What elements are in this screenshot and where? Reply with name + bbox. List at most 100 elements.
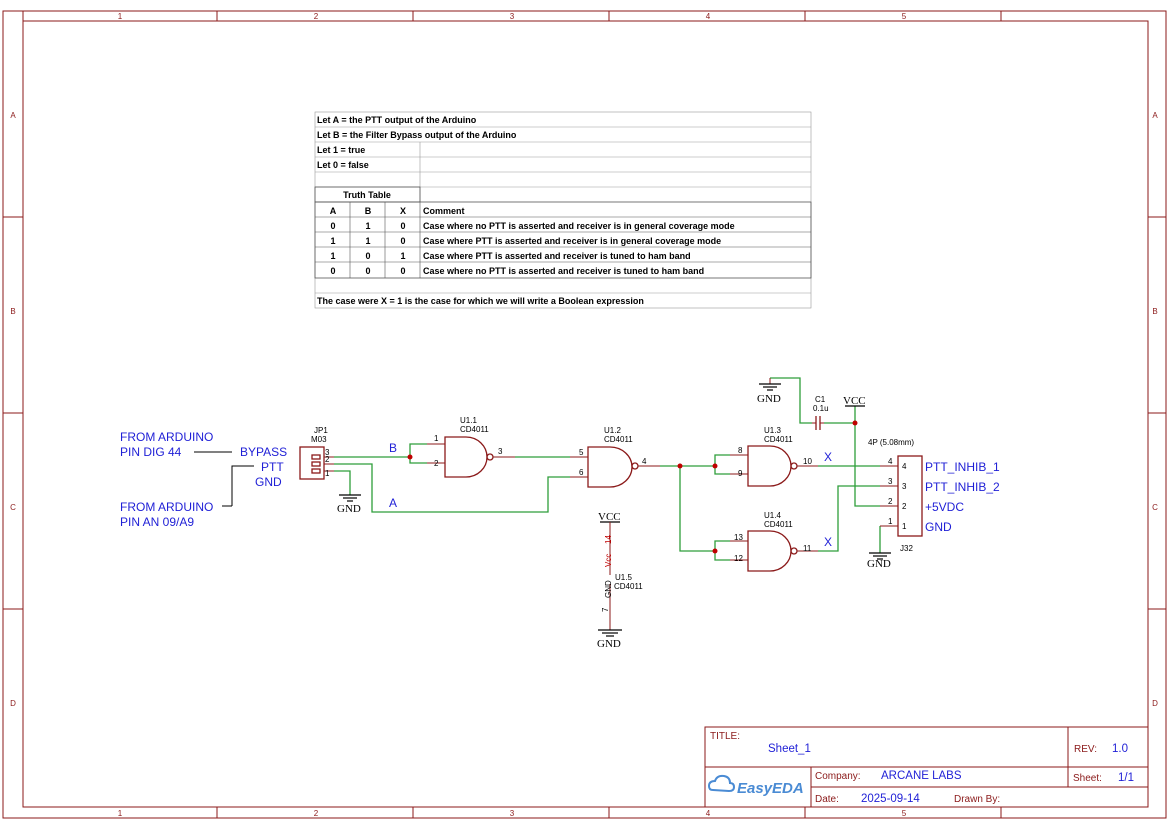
row1-x: 0 [400, 221, 405, 231]
row3-comment: Case where PTT is asserted and receiver … [423, 251, 691, 261]
u15-gnd-pin-label: GND [604, 580, 613, 598]
row4-x: 0 [400, 266, 405, 276]
plus5vdc-label: +5VDC [925, 500, 964, 514]
u15-pin7: 7 [601, 607, 610, 612]
row4-comment: Case where no PTT is asserted and receiv… [423, 266, 704, 276]
j32-pin1-outer: 1 [888, 517, 893, 526]
u13-value: CD4011 [764, 435, 793, 444]
j32-value: 4P (5.08mm) [868, 438, 914, 447]
gate-u1-4: U1.4 CD4011 13 12 11 [730, 511, 818, 572]
u11-pin1: 1 [434, 434, 439, 443]
header-x: X [400, 206, 406, 216]
gate-u1-3: U1.3 CD4011 8 9 10 [730, 426, 818, 487]
note-line-2: Let B = the Filter Bypass output of the … [317, 130, 517, 140]
col-label-3-bottom: 3 [510, 809, 515, 818]
u14-pin11: 11 [803, 544, 812, 553]
u12-pin5: 5 [579, 448, 584, 457]
gate-u1-1: U1.1 CD4011 1 2 3 [427, 416, 515, 478]
gate-u1-2: U1.2 CD4011 5 6 4 [570, 426, 660, 488]
row4-a: 0 [330, 266, 335, 276]
sheet-value: 1/1 [1118, 772, 1134, 784]
jp1-pin3: 3 [325, 448, 330, 457]
col-label-5-bottom: 5 [902, 809, 907, 818]
row2-b: 1 [365, 236, 370, 246]
ptt-inhib-2-label: PTT_INHIB_2 [925, 480, 1000, 494]
row3-b: 0 [365, 251, 370, 261]
j32-pin2-inner: 2 [902, 502, 907, 511]
pin-dig44-label: PIN DIG 44 [120, 445, 182, 459]
date-value: 2025-09-14 [861, 793, 920, 805]
row2-comment: Case where PTT is asserted and receiver … [423, 236, 721, 246]
row4-b: 0 [365, 266, 370, 276]
grid-labels: 1 2 3 4 5 1 2 3 4 5 A B C D A B C D [10, 12, 1158, 818]
gnd-label-j32: GND [867, 558, 891, 570]
u15-refdes: U1.5 [615, 573, 632, 582]
note-line-1: Let A = the PTT output of the Arduino [317, 115, 477, 125]
gnd-out-label: GND [925, 520, 952, 534]
jp1-pin1: 1 [325, 469, 330, 478]
title-block: TITLE: Sheet_1 REV: 1.0 Company: ARCANE … [704, 726, 1149, 808]
gnd-symbol-jp1: GND [337, 494, 361, 515]
title-label: TITLE: [710, 731, 740, 742]
row-label-b-right: B [1152, 307, 1157, 316]
company-value: ARCANE LABS [881, 770, 962, 782]
gnd-pin-label: GND [255, 475, 282, 489]
row-label-b: B [10, 307, 15, 316]
bypass-label: BYPASS [240, 445, 287, 459]
junction-b [407, 454, 413, 460]
u11-value: CD4011 [460, 425, 489, 434]
gnd-symbol-j32: GND [867, 552, 891, 570]
u13-pin8: 8 [738, 446, 743, 455]
vcc-label-cap: VCC [843, 395, 866, 407]
ptt-label: PTT [261, 460, 284, 474]
note-line-3: Let 1 = true [317, 145, 365, 155]
u15-pin14: 14 [604, 535, 613, 544]
output-labels: PTT_INHIB_1 PTT_INHIB_2 +5VDC GND [925, 460, 1000, 534]
jp1-connector: JP1 M03 3 2 1 [299, 426, 334, 480]
row2-a: 1 [330, 236, 335, 246]
row1-comment: Case where no PTT is asserted and receiv… [423, 221, 735, 231]
net-label-a: A [389, 496, 397, 510]
drawn-by-label: Drawn By: [954, 794, 1000, 805]
col-label-4-bottom: 4 [706, 809, 711, 818]
u14-pin13: 13 [734, 533, 743, 542]
col-label-5: 5 [902, 12, 907, 21]
row-label-c: C [10, 503, 16, 512]
wires [334, 377, 881, 561]
j32-pin1-inner: 1 [902, 522, 907, 531]
jp1-value: M03 [311, 435, 327, 444]
header-a: A [330, 206, 337, 216]
net-label-x2: X [824, 535, 832, 549]
col-label-4: 4 [706, 12, 711, 21]
u14-refdes: U1.4 [764, 511, 781, 520]
rev-value: 1.0 [1112, 743, 1128, 755]
date-label: Date: [815, 794, 839, 805]
col-label-1: 1 [118, 12, 123, 21]
header-comment: Comment [423, 206, 465, 216]
row3-a: 1 [330, 251, 335, 261]
col-label-2-bottom: 2 [314, 809, 319, 818]
input-labels: FROM ARDUINO PIN DIG 44 BYPASS PTT GND F… [120, 430, 287, 529]
j32-refdes: J32 [900, 544, 913, 553]
u12-pin6: 6 [579, 468, 584, 477]
easyeda-logo: EasyEDA [707, 774, 804, 797]
vcc-symbol-cap: VCC [843, 395, 866, 407]
row-label-d: D [10, 699, 16, 708]
row-label-a-right: A [1152, 111, 1158, 120]
jp1-pin2: 2 [325, 455, 330, 464]
j32-pin4-inner: 4 [902, 462, 907, 471]
j32-pin3-outer: 3 [888, 477, 893, 486]
row2-x: 0 [400, 236, 405, 246]
row-label-c-right: C [1152, 503, 1158, 512]
u13-pin10: 10 [803, 457, 812, 466]
row-label-a: A [10, 111, 16, 120]
c1-refdes: C1 [815, 395, 826, 404]
u15-value: CD4011 [614, 582, 643, 591]
junction-u14-in [712, 548, 718, 554]
from-arduino-label-2: FROM ARDUINO [120, 500, 213, 514]
gnd-label-jp1: GND [337, 503, 361, 515]
col-label-2: 2 [314, 12, 319, 21]
junction-dots [407, 420, 858, 554]
gnd-label-cap: GND [757, 393, 781, 405]
